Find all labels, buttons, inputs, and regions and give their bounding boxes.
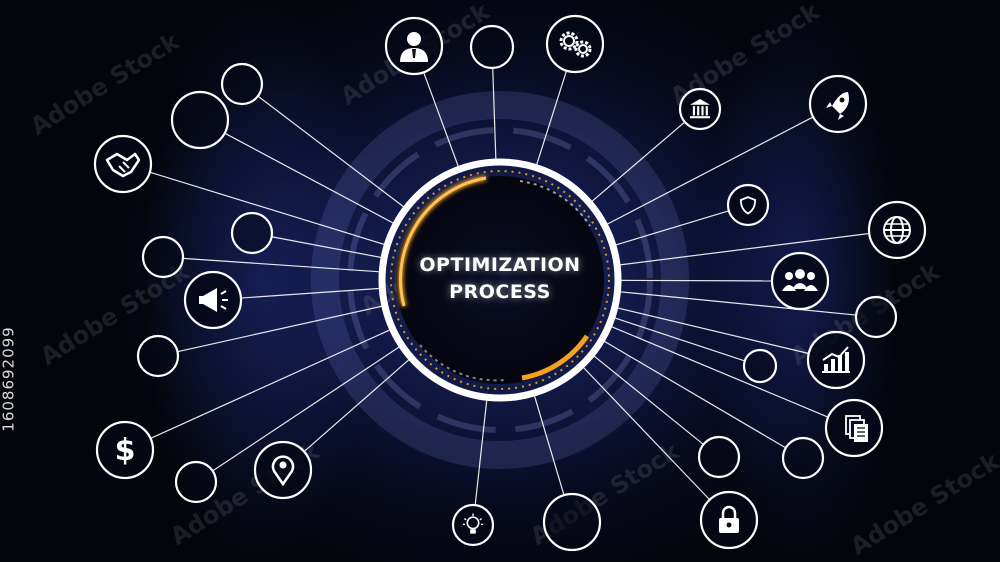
- connector-lines: [149, 67, 870, 506]
- documents-node: [824, 398, 884, 458]
- empty-node: [136, 334, 180, 378]
- connector-line: [150, 328, 393, 439]
- group-node: [770, 251, 830, 311]
- connector-line: [617, 232, 870, 266]
- empty-node: [742, 348, 778, 384]
- documents-icon: [845, 415, 868, 442]
- empty-node: [170, 90, 230, 150]
- lightbulb-node: [451, 503, 495, 547]
- megaphone-icon: [199, 288, 228, 312]
- empty-node: [781, 436, 825, 480]
- bank-node: [678, 87, 722, 131]
- globe-icon: [883, 216, 911, 244]
- connector-line: [608, 324, 829, 418]
- connector-line: [589, 121, 686, 204]
- growth-chart-node: [806, 330, 866, 390]
- connector-line: [617, 279, 773, 282]
- gears-icon: [559, 31, 592, 58]
- growth-chart-icon: [822, 346, 850, 373]
- shield-icon: [739, 196, 757, 215]
- connector-line: [617, 290, 857, 316]
- connector-line: [533, 392, 565, 496]
- gears-node: [545, 14, 605, 74]
- connector-line: [492, 67, 497, 163]
- empty-node: [697, 435, 741, 479]
- connector-line: [224, 132, 397, 225]
- empty-node: [174, 460, 218, 504]
- connector-line: [257, 95, 407, 210]
- rocket-icon: [826, 92, 849, 120]
- hub-title-line-1: OPTIMIZATION: [419, 254, 581, 276]
- connector-line: [177, 305, 385, 353]
- empty-node: [220, 62, 264, 106]
- bank-icon: [690, 99, 710, 119]
- location-pin-icon: [271, 455, 295, 487]
- side-image-id: 1608692099: [0, 326, 18, 432]
- connector-line: [271, 236, 385, 259]
- globe-node: [867, 200, 927, 260]
- connector-line: [303, 357, 412, 453]
- connector-line: [604, 116, 814, 227]
- connector-line: [212, 344, 403, 472]
- handshake-node: [93, 134, 153, 194]
- megaphone-node: [183, 270, 243, 330]
- person-icon: [400, 32, 428, 62]
- connector-line: [601, 339, 787, 449]
- hub-title: OPTIMIZATION PROCESS: [395, 252, 605, 306]
- lock-node: [699, 490, 759, 550]
- connector-line: [474, 397, 488, 506]
- satellite-nodes: $: [93, 14, 927, 552]
- connector-line: [614, 306, 809, 355]
- dollar-icon: $: [115, 433, 136, 468]
- connector-line: [581, 364, 711, 501]
- connector-line: [535, 70, 568, 168]
- connector-line: [611, 316, 745, 362]
- connector-line: [240, 287, 383, 299]
- empty-node: [230, 211, 274, 255]
- empty-node: [854, 295, 898, 339]
- connector-line: [149, 171, 388, 246]
- hub: [378, 158, 622, 402]
- rocket-node: [808, 74, 868, 134]
- hub-accent-arc: [521, 334, 590, 381]
- person-node: [384, 16, 444, 76]
- connector-line: [591, 353, 704, 445]
- location-pin-node: [253, 440, 313, 500]
- svg-text:$: $: [115, 433, 136, 468]
- empty-node: [141, 235, 185, 279]
- hub-title-line-2: PROCESS: [449, 281, 551, 303]
- dollar-node: $: [95, 420, 155, 480]
- group-icon: [782, 269, 818, 291]
- empty-node: [469, 24, 515, 70]
- connector-line: [182, 257, 383, 273]
- lightbulb-icon: [462, 513, 484, 534]
- connector-line: [612, 210, 730, 247]
- handshake-icon: [105, 152, 141, 178]
- shield-node: [726, 183, 770, 227]
- connector-line: [423, 72, 460, 170]
- lock-icon: [719, 505, 739, 533]
- empty-node: [542, 492, 602, 552]
